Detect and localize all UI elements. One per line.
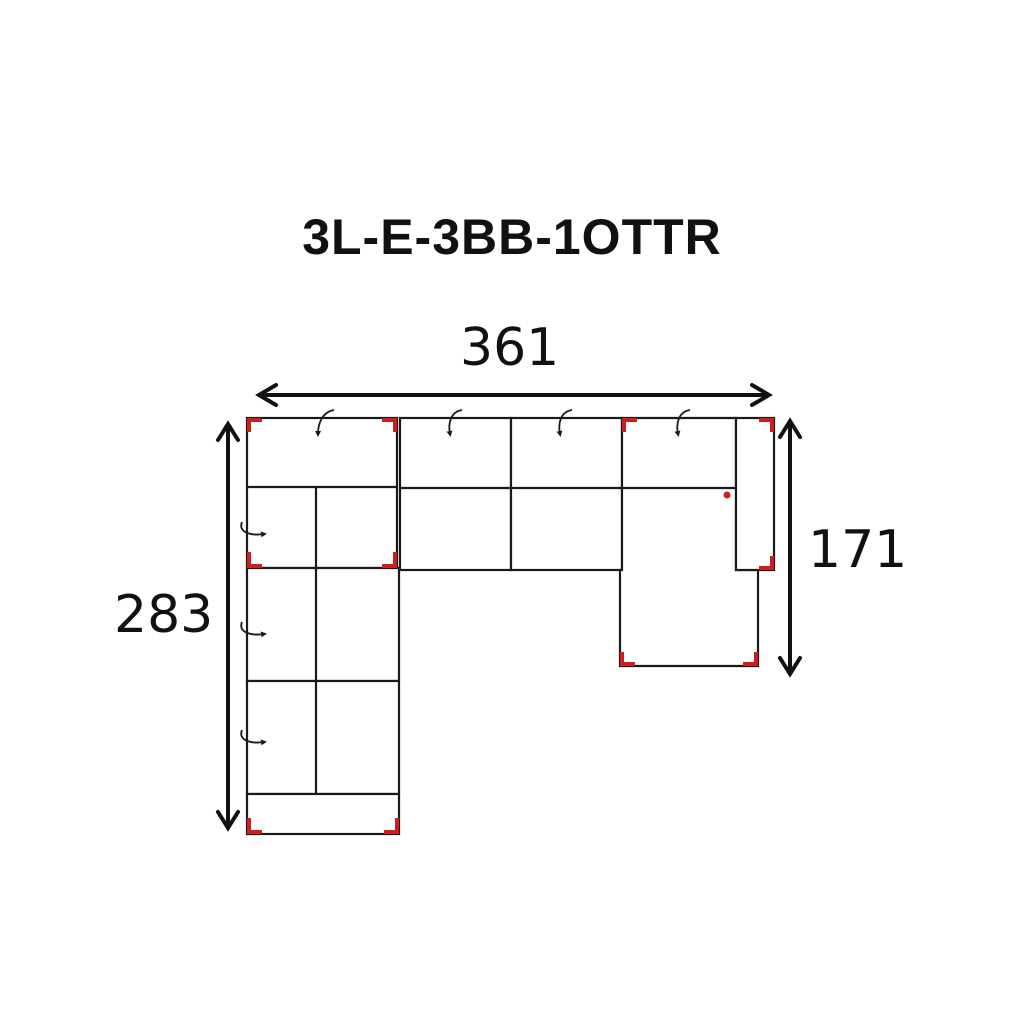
left-seat-module-1	[245, 566, 401, 683]
width-dimension-arrow	[255, 383, 773, 407]
curved-arrow-icon	[446, 409, 463, 437]
direction-arrows	[240, 409, 691, 746]
corner-markers	[247, 418, 774, 834]
left-end-arm	[245, 792, 401, 836]
curved-arrow-icon	[240, 729, 267, 746]
left-height-dimension-arrow	[216, 420, 240, 832]
top-seat-module-1	[398, 416, 513, 572]
left-seat-module-2	[245, 679, 401, 796]
top-seat-module-2	[509, 416, 624, 572]
model-title: 3L-E-3BB-1OTTR	[302, 209, 722, 265]
red-dot-marker	[723, 491, 731, 499]
curved-arrow-icon	[240, 521, 267, 538]
right-height-dimension-arrow	[778, 417, 802, 678]
curved-arrow-icon	[240, 621, 267, 638]
sofa-outline	[245, 416, 776, 836]
corner-module	[245, 416, 399, 570]
width-dimension-label: 361	[460, 318, 560, 378]
right-arm	[734, 416, 776, 572]
curved-arrow-icon	[315, 409, 335, 437]
left-height-dimension-label: 283	[114, 585, 214, 645]
curved-arrow-icon	[674, 409, 691, 437]
curved-arrow-icon	[556, 409, 573, 437]
right-height-dimension-label: 171	[808, 520, 908, 580]
